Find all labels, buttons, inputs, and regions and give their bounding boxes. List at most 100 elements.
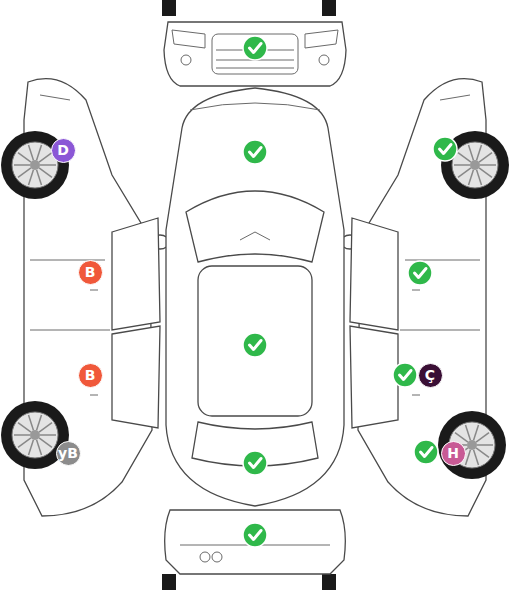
ok-circle — [243, 523, 267, 547]
ok-marks — [243, 36, 457, 547]
check-symbol — [250, 531, 262, 540]
spoke — [29, 415, 34, 430]
headlight — [305, 30, 338, 48]
spoke — [480, 164, 496, 166]
windshield — [186, 191, 324, 262]
damage-badge: H — [441, 441, 466, 466]
spoke — [37, 415, 42, 430]
antenna — [240, 232, 270, 240]
top-view-car — [151, 88, 359, 506]
damage-code: B — [85, 265, 96, 279]
spoke — [39, 168, 52, 177]
hub — [467, 440, 477, 450]
check-symbol — [250, 148, 262, 157]
spoke — [477, 444, 493, 446]
open-door — [350, 218, 398, 330]
spoke — [477, 170, 482, 185]
ok-mark — [243, 36, 267, 60]
ok-mark — [414, 440, 438, 464]
damage-badge: yB — [56, 441, 81, 466]
spoke — [466, 425, 471, 440]
spoke — [37, 170, 42, 185]
ok-mark — [243, 140, 267, 164]
check-symbol — [250, 44, 262, 53]
exhaust — [200, 552, 210, 562]
ok-circle — [243, 333, 267, 357]
damage-code: yB — [58, 446, 78, 460]
spoke — [18, 438, 31, 447]
ok-mark — [393, 363, 417, 387]
open-door — [112, 326, 160, 428]
spoke — [474, 450, 479, 465]
damage-badge: B — [78, 260, 103, 285]
damage-badge: D — [51, 138, 76, 163]
ok-circle — [243, 36, 267, 60]
bumper-outline — [165, 510, 346, 574]
spoke — [29, 145, 34, 160]
damage-code: H — [447, 446, 459, 460]
ok-mark — [433, 137, 457, 161]
spoke — [474, 425, 479, 440]
tire-stub — [322, 574, 336, 590]
wheel — [438, 411, 506, 479]
check-symbol — [415, 269, 427, 278]
spoke — [14, 434, 30, 436]
spoke — [458, 168, 471, 177]
hood-line — [190, 103, 320, 110]
spoke — [18, 168, 31, 177]
open-door — [112, 218, 160, 330]
spoke — [29, 170, 34, 185]
spoke — [479, 168, 492, 177]
check-symbol — [400, 371, 412, 380]
rim — [452, 142, 498, 188]
damage-code: B — [85, 368, 96, 382]
tire-stub — [162, 0, 176, 16]
check-symbol — [421, 448, 433, 457]
roof — [198, 266, 312, 416]
spoke — [39, 423, 52, 432]
damage-code: Ç — [425, 368, 435, 382]
spoke — [40, 434, 56, 436]
spoke — [14, 164, 30, 166]
exhaust — [212, 552, 222, 562]
wheels — [1, 131, 509, 479]
tire-stub — [162, 574, 176, 590]
damage-badge: B — [78, 363, 103, 388]
spoke — [39, 153, 52, 162]
hub — [470, 160, 480, 170]
body-line — [400, 95, 480, 330]
spoke — [476, 433, 489, 442]
hub — [30, 160, 40, 170]
tire — [438, 411, 506, 479]
ok-mark — [243, 451, 267, 475]
rear-bumper — [162, 510, 345, 590]
fog-light — [319, 55, 329, 65]
ok-circle — [243, 451, 267, 475]
spoke — [469, 145, 474, 160]
bumper-outline — [164, 22, 346, 86]
spoke — [40, 164, 56, 166]
ok-circle — [393, 363, 417, 387]
spoke — [454, 164, 470, 166]
grille — [212, 34, 298, 74]
ok-mark — [408, 261, 432, 285]
ok-mark — [243, 523, 267, 547]
open-door — [350, 326, 398, 428]
spoke — [18, 423, 31, 432]
hub — [30, 430, 40, 440]
ok-mark — [243, 333, 267, 357]
ok-circle — [414, 440, 438, 464]
body-outline — [166, 88, 344, 506]
spoke — [29, 440, 34, 455]
damage-code: D — [57, 143, 69, 157]
tire-stub — [322, 0, 336, 16]
damage-badge: Ç — [418, 363, 443, 388]
headlight — [172, 30, 205, 48]
spoke — [37, 145, 42, 160]
spoke — [37, 440, 42, 455]
fog-light — [181, 55, 191, 65]
spoke — [479, 153, 492, 162]
front-bumper — [162, 0, 346, 86]
